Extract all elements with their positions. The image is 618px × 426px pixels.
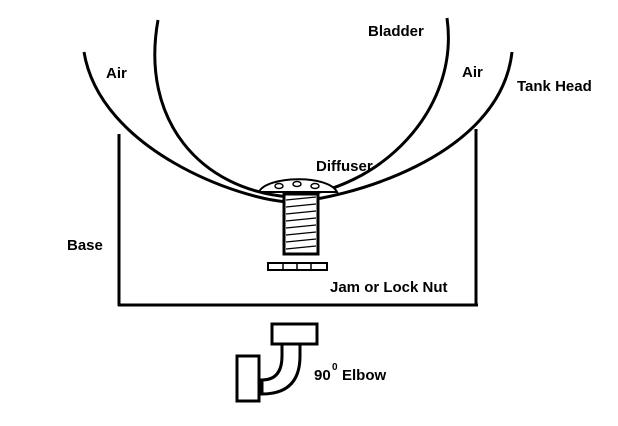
diffuser-label: Diffuser — [316, 158, 373, 175]
jam-nut — [267, 262, 328, 271]
diffuser-hole-3 — [310, 182, 320, 190]
air-right-label: Air — [462, 64, 483, 81]
elbow-text-label: Elbow — [342, 367, 386, 384]
diffuser-hole-2 — [292, 180, 302, 188]
diffuser-hole-1 — [274, 182, 284, 190]
bladder-curve — [153, 17, 450, 199]
elbow-top-collar — [270, 322, 319, 346]
elbow-side-collar — [235, 354, 261, 403]
air-left-label: Air — [106, 65, 127, 82]
tank-head-label: Tank Head — [517, 78, 592, 95]
elbow-fitting — [235, 322, 319, 403]
elbow-pipe — [260, 340, 302, 396]
bladder-label: Bladder — [368, 23, 424, 40]
diffuser — [257, 178, 339, 193]
elbow-degree-superscript: 0 — [332, 362, 338, 373]
threaded-stem — [282, 192, 320, 256]
base-structure — [117, 129, 478, 307]
elbow-number-label: 90 — [314, 367, 331, 384]
jam-nut-label: Jam or Lock Nut — [330, 279, 448, 296]
base-label: Base — [67, 237, 103, 254]
